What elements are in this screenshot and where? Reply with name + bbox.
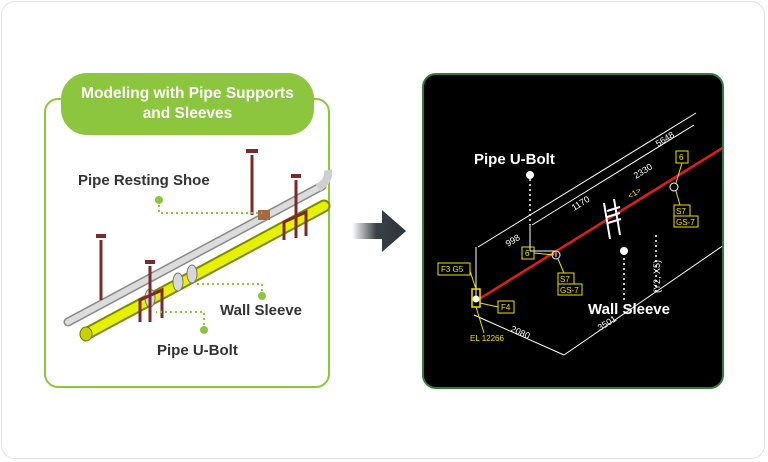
dim-2330: 2330: [632, 162, 654, 181]
pipe-supports: [96, 149, 308, 322]
yellow-tags: 6 S7 GS-7 6 S7 GS-7 F3 G5 F4 EL 12266: [437, 150, 699, 343]
dim-1170: 1170: [570, 194, 592, 213]
tag-6-top: 6: [679, 153, 684, 162]
tag-gs7-top: GS-7: [676, 218, 695, 227]
dim-5648: 5648: [654, 130, 676, 149]
arrow-right-icon: [352, 210, 406, 252]
tag-s7-top: S7: [676, 207, 686, 216]
label-leaders: [529, 179, 657, 301]
tag-leaders: [469, 162, 683, 334]
pipe-route-red: [475, 146, 722, 303]
isometric-drawing-panel: 5648 2330 1170 998 2080 3501 (Y2, X5) <1…: [422, 73, 724, 389]
label-pipe-resting-shoe: Pipe Resting Shoe: [78, 172, 210, 189]
leader-dot: [620, 247, 628, 255]
dim-2080: 2080: [509, 324, 531, 341]
grid-reference: (Y2, X5): [652, 260, 662, 293]
label-pipe-u-bolt-drawing: Pipe U-Bolt: [474, 151, 555, 168]
leader-dot: [155, 196, 163, 204]
wall-symbol: [603, 198, 622, 240]
resting-shoe-block: [258, 210, 270, 220]
left-title: Modeling with Pipe Supports and Sleeves: [61, 73, 314, 135]
sleeve-ring: [186, 264, 198, 284]
fitting-symbols: [472, 182, 679, 303]
tag-gs7-mid: GS-7: [560, 286, 579, 295]
label-wall-sleeve-drawing: Wall Sleeve: [588, 301, 670, 318]
tag-6-mid: 6: [525, 249, 530, 258]
elevation-label: EL 12266: [470, 334, 505, 343]
label-pipe-u-bolt: Pipe U-Bolt: [157, 342, 238, 359]
tag-f4: F4: [501, 303, 511, 312]
leader-dot: [258, 292, 266, 300]
dimension-lines: [473, 112, 722, 356]
dim-998: 998: [504, 232, 522, 248]
label-wall-sleeve: Wall Sleeve: [220, 302, 302, 319]
grey-pipe: [63, 169, 333, 327]
tag-f3-g5: F3 G5: [441, 265, 464, 274]
leader-dot: [200, 326, 208, 334]
left-panel: [44, 98, 330, 388]
isometric-drawing: 5648 2330 1170 998 2080 3501 (Y2, X5) <1…: [437, 112, 722, 356]
leader-dot: [526, 171, 534, 179]
tag-s7-mid: S7: [560, 275, 570, 284]
yellow-pipe: [79, 199, 331, 342]
leader-lines: [156, 200, 263, 330]
sleeve-ring: [172, 272, 184, 292]
